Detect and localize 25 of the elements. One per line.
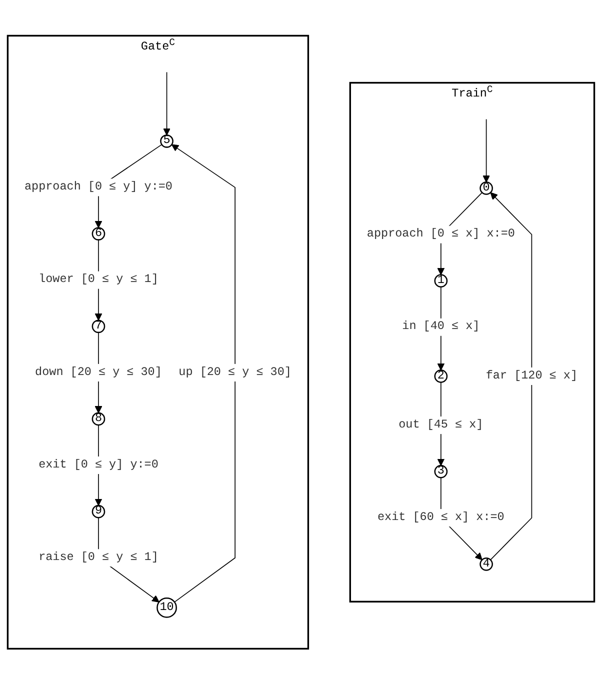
node-circle: 10: [156, 597, 177, 618]
edge-label: exit [0 ≤ y] y:=0: [38, 458, 158, 472]
edge-label: up [20 ≤ y ≤ 30]: [178, 365, 292, 379]
node-circle: 4: [480, 557, 493, 571]
edge-label: approach [0 ≤ x] x:=0: [366, 227, 515, 241]
edge-label: down [20 ≤ y ≤ 30]: [35, 365, 162, 379]
arrow: [482, 118, 490, 182]
node-circle: 0: [480, 181, 493, 195]
node-circle: 8: [92, 412, 106, 426]
edge-label: far [120 ≤ x]: [486, 368, 578, 382]
node-circle: 2: [434, 369, 448, 383]
edge-label: approach [0 ≤ y] y:=0: [24, 180, 172, 194]
arrow: [163, 72, 170, 136]
node-circle: 9: [92, 504, 106, 518]
edge-label: lower [0 ≤ y ≤ 1]: [38, 272, 158, 286]
node-circle: 5: [160, 134, 174, 148]
node-circle: 1: [434, 274, 448, 288]
edge-label: in [40 ≤ x]: [402, 320, 480, 334]
arrow: [171, 144, 236, 602]
edge-label: out [45 ≤ x]: [398, 418, 484, 432]
arrow: [490, 192, 532, 560]
node-circle: 6: [92, 226, 106, 240]
node-circle: 7: [92, 319, 106, 333]
edge-label: raise [0 ≤ y ≤ 1]: [38, 550, 158, 564]
edge-label: exit [60 ≤ x] x:=0: [377, 510, 504, 524]
